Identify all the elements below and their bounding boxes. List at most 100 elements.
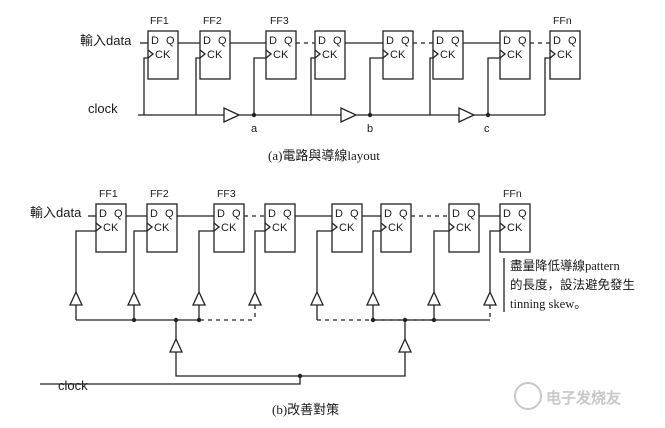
bus-dot-right-1	[370, 317, 376, 323]
bus-dot-left-1	[131, 317, 137, 323]
clock-label-b: clock	[58, 378, 88, 393]
pin-q: Q	[451, 35, 460, 47]
clock-tap-b-8	[489, 230, 500, 292]
pin-ck: CK	[456, 222, 472, 234]
clock-tap-a-8	[544, 57, 550, 115]
ff-box	[380, 203, 412, 253]
pin-d: D	[503, 208, 511, 220]
clock-triangle-icon	[314, 49, 322, 59]
bus-dot-left-3	[196, 317, 202, 323]
clock-triangle-icon	[199, 49, 207, 59]
ff-label-b-1: FF1	[99, 188, 118, 200]
clock-buffer-b-2-icon	[126, 290, 142, 306]
clock-tap-a-4	[310, 57, 315, 115]
buffer-a-3-icon	[458, 106, 476, 124]
ff-box	[265, 30, 297, 80]
clock-triangle-icon	[264, 222, 272, 232]
ff-box	[331, 203, 363, 253]
pin-d: D	[99, 208, 107, 220]
clock-triangle-icon	[549, 49, 557, 59]
ff-label-a-2: FF2	[203, 15, 222, 27]
pin-d: D	[503, 35, 511, 47]
node-label-c: c	[484, 123, 490, 135]
pin-q: Q	[166, 35, 175, 47]
ff-box	[499, 203, 531, 253]
clock-triangle-icon	[95, 222, 103, 232]
pin-ck: CK	[507, 222, 523, 234]
clock-tap-a-6	[429, 57, 433, 115]
pin-q: Q	[350, 208, 359, 220]
ff-label-b-3: FF3	[217, 188, 236, 200]
clock-tap-a-3	[253, 57, 266, 115]
pin-d: D	[384, 208, 392, 220]
pin-q: Q	[218, 35, 227, 47]
pin-q: Q	[518, 35, 527, 47]
pin-d: D	[318, 35, 326, 47]
note-text: 盡量降低導線pattern 的長度，設法避免發生 tinning skew。	[510, 258, 635, 311]
pin-ck: CK	[221, 222, 237, 234]
caption-b: (b)改善對策	[272, 402, 339, 417]
pin-q: Q	[283, 208, 292, 220]
clock-triangle-icon	[146, 222, 154, 232]
tree-root-wire	[175, 352, 406, 377]
pin-ck: CK	[388, 222, 404, 234]
pin-ck: CK	[390, 49, 406, 61]
clock-buffer-b-6-icon	[365, 290, 381, 306]
clock-node-dot-a-1	[251, 112, 257, 118]
clock-tap-a-5	[369, 57, 383, 115]
clock-feed-b	[40, 376, 301, 385]
pin-d: D	[386, 35, 394, 47]
clock-triangle-icon	[147, 49, 155, 59]
clock-buffer-b-8-icon	[482, 290, 498, 306]
pin-ck: CK	[507, 49, 523, 61]
pin-q: Q	[568, 35, 577, 47]
pin-d: D	[217, 208, 225, 220]
input-data-label-a: 輸入data	[80, 33, 132, 48]
ff-box	[213, 203, 245, 253]
pin-ck: CK	[339, 222, 355, 234]
ff-label-b-8: FFn	[503, 188, 522, 200]
clock-triangle-icon	[499, 222, 507, 232]
pin-q: Q	[232, 208, 241, 220]
note-line-3: tinning skew。	[510, 297, 587, 311]
clock-triangle-icon	[448, 222, 456, 232]
pin-ck: CK	[272, 222, 288, 234]
clock-buffer-b-1-icon	[68, 290, 84, 306]
ff-label-b-2: FF2	[150, 188, 169, 200]
pin-q: Q	[333, 35, 342, 47]
input-data-label-b: 輸入data	[30, 205, 82, 220]
bus-dot-right-3	[431, 317, 437, 323]
pin-d: D	[268, 208, 276, 220]
pin-ck: CK	[154, 222, 170, 234]
clock-tap-a-2	[195, 57, 200, 115]
ff-box	[549, 30, 581, 80]
pin-q: Q	[518, 208, 527, 220]
clock-triangle-icon	[380, 222, 388, 232]
ff-label-a-3: FF3	[270, 15, 289, 27]
node-label-a: a	[251, 123, 258, 135]
pin-ck: CK	[273, 49, 289, 61]
pin-d: D	[151, 35, 159, 47]
clock-tap-b-6	[372, 230, 381, 292]
clock-node-dot-a-3	[485, 112, 491, 118]
node-label-b: b	[367, 123, 373, 135]
clock-buffer-b-5-icon	[309, 290, 325, 306]
pin-ck: CK	[440, 49, 456, 61]
clock-triangle-icon	[432, 49, 440, 59]
caption-a: (a)電路與導線layout	[268, 148, 380, 163]
pin-q: Q	[114, 208, 123, 220]
clock-root-dot	[297, 373, 303, 379]
ff-box	[147, 30, 179, 80]
pin-q: Q	[284, 35, 293, 47]
ff-box	[432, 30, 464, 80]
pin-d: D	[553, 35, 561, 47]
ff-label-a-8: FFn	[553, 15, 572, 27]
pin-q: Q	[165, 208, 174, 220]
